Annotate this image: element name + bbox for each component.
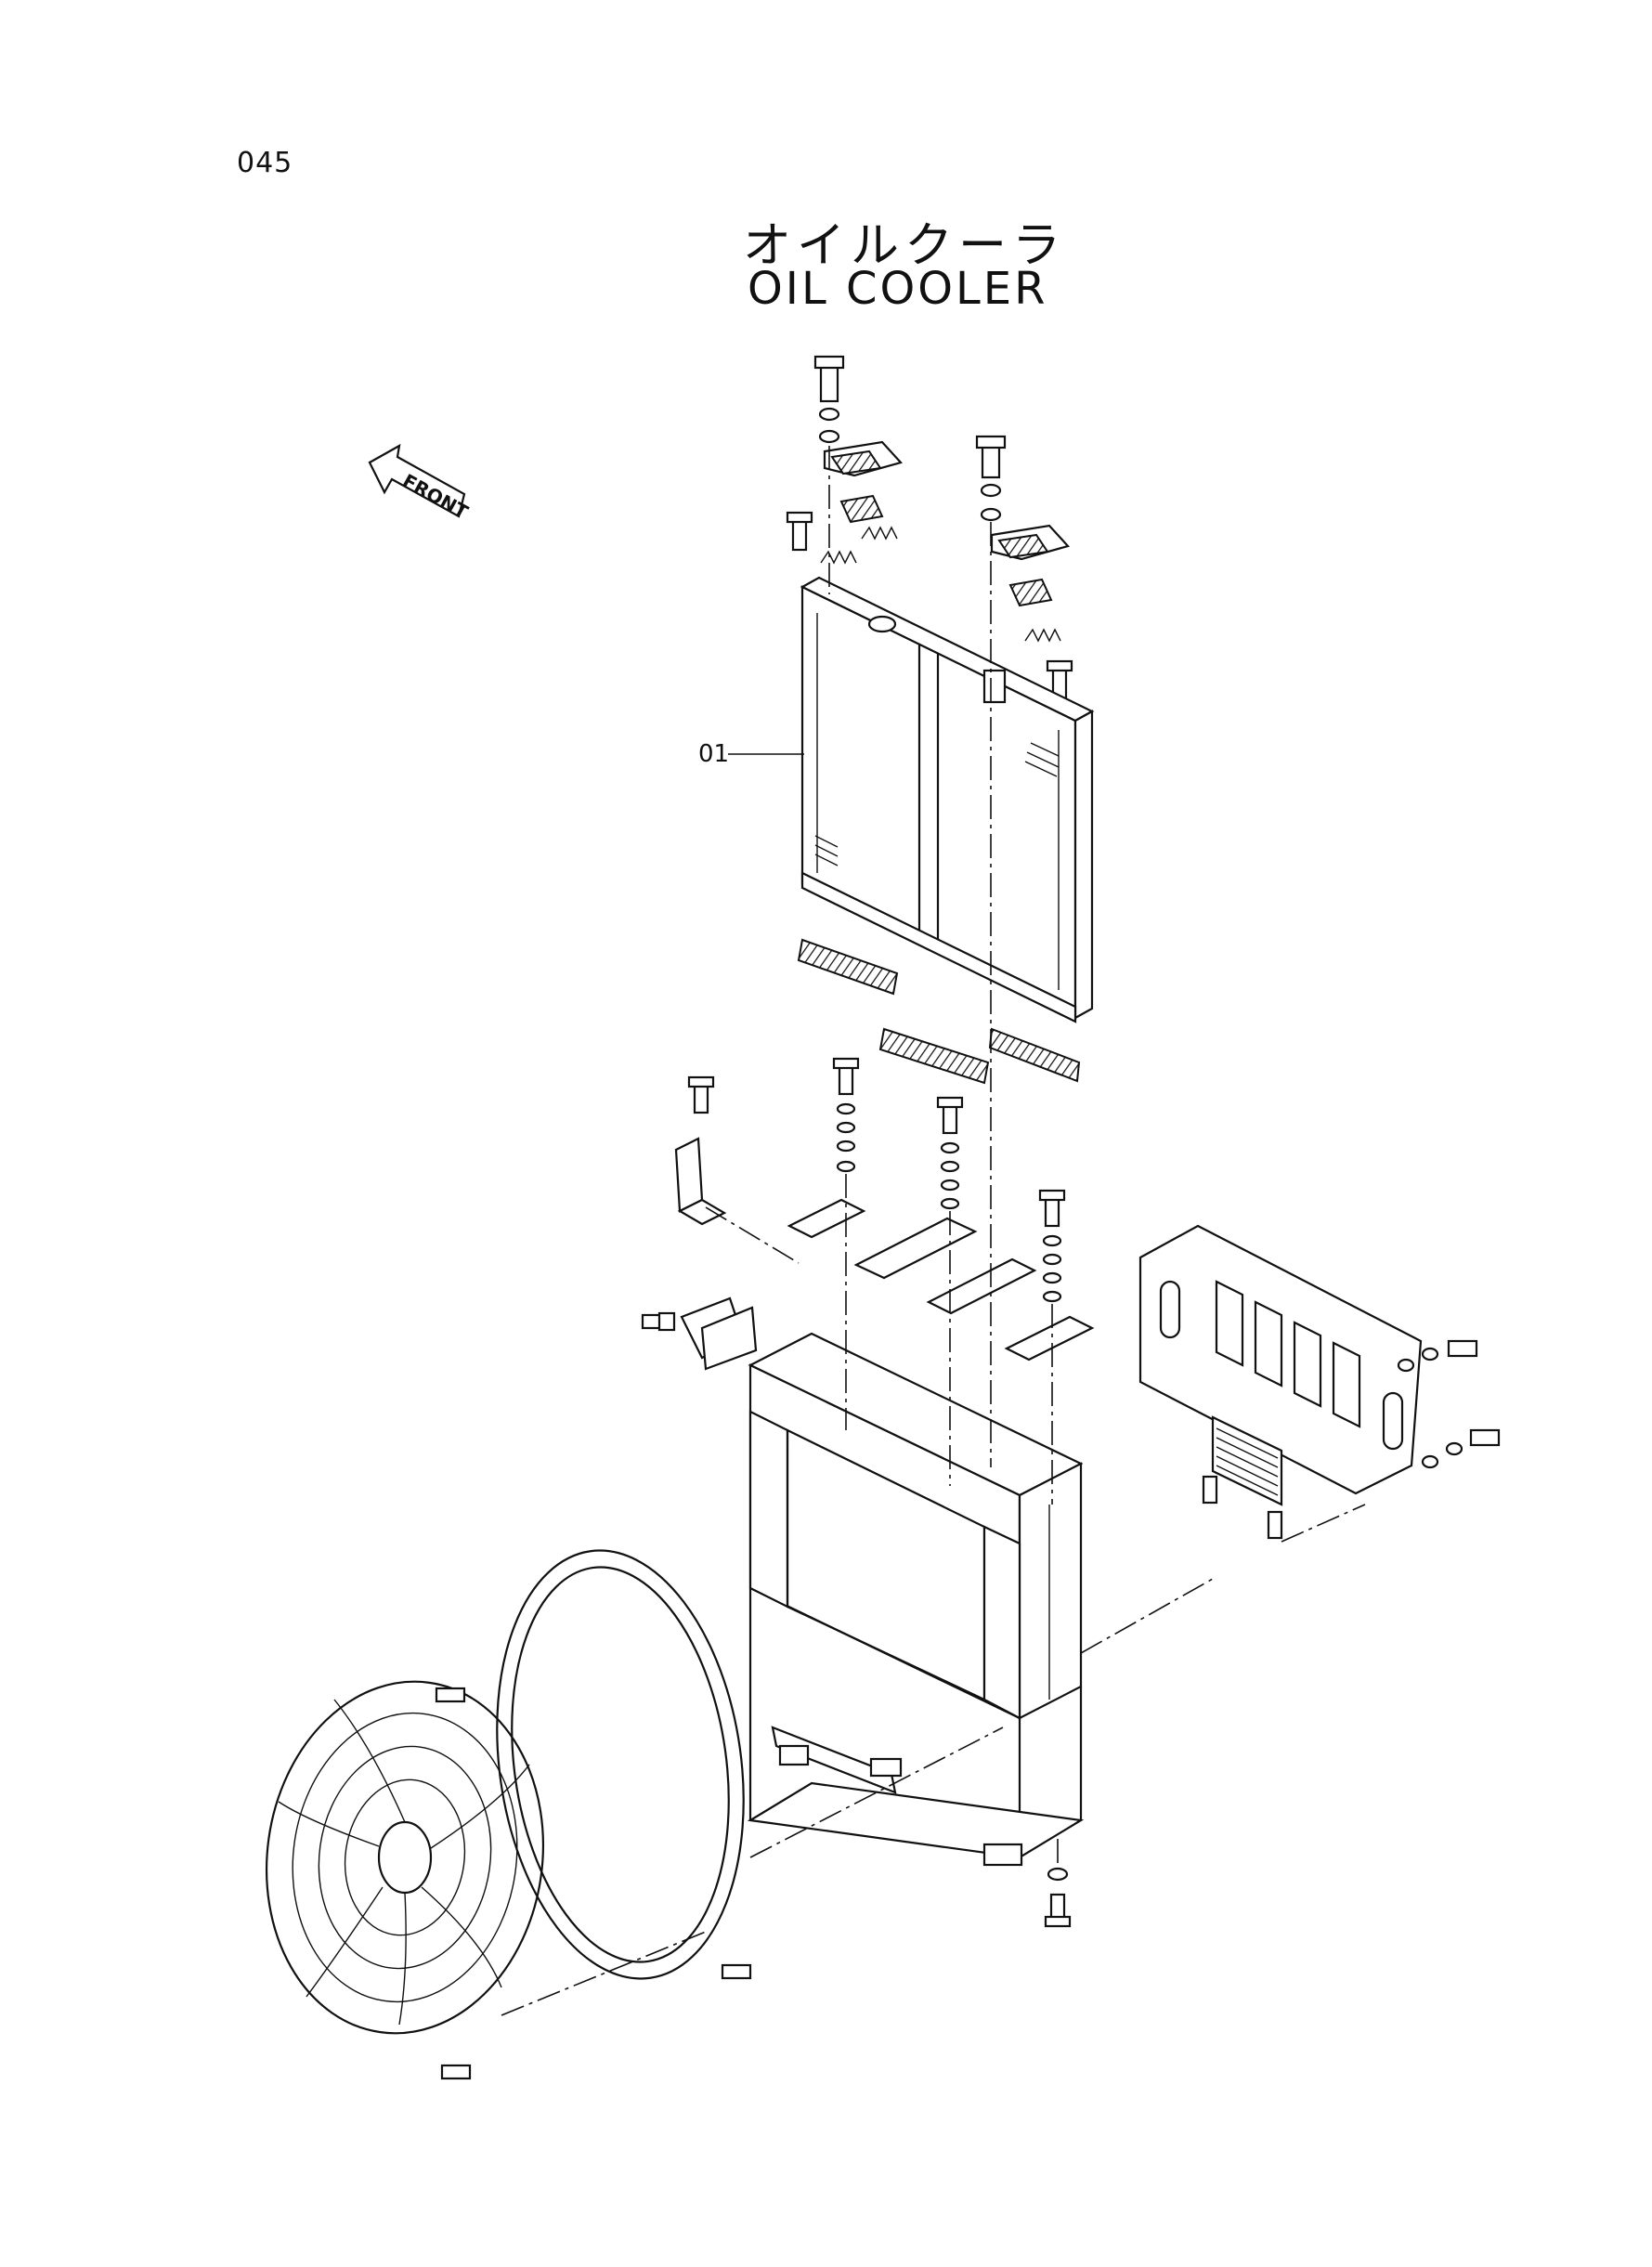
page-number: 045 [237, 147, 293, 179]
bottom-fastener [1044, 1867, 1072, 1928]
shroud-gasket [496, 1549, 745, 1980]
top-bracket-left [786, 355, 904, 565]
page-title: OIL COOLER [748, 263, 1048, 315]
radiator-frame [747, 1332, 1085, 1867]
callout-label: 01 [698, 740, 729, 768]
side-panel-right [1138, 1224, 1423, 1495]
front-arrow-icon: FRONT [368, 443, 472, 524]
alignment-lines [501, 446, 1366, 2016]
mid-bolts [687, 1057, 1066, 1303]
right-bolts [1397, 1339, 1501, 1469]
side-bracket-left [641, 1137, 758, 1371]
support-plates [787, 1198, 1095, 1362]
callout-01: 01 [698, 740, 804, 768]
top-bracket-right [975, 435, 1073, 700]
oil-cooler-small [1202, 1415, 1283, 1540]
page-title-japanese: オイルクーラ [743, 218, 1067, 274]
oil-cooler-core [800, 576, 1095, 1023]
fan-bolts [435, 1687, 752, 2080]
fan-guard [265, 1680, 545, 2035]
